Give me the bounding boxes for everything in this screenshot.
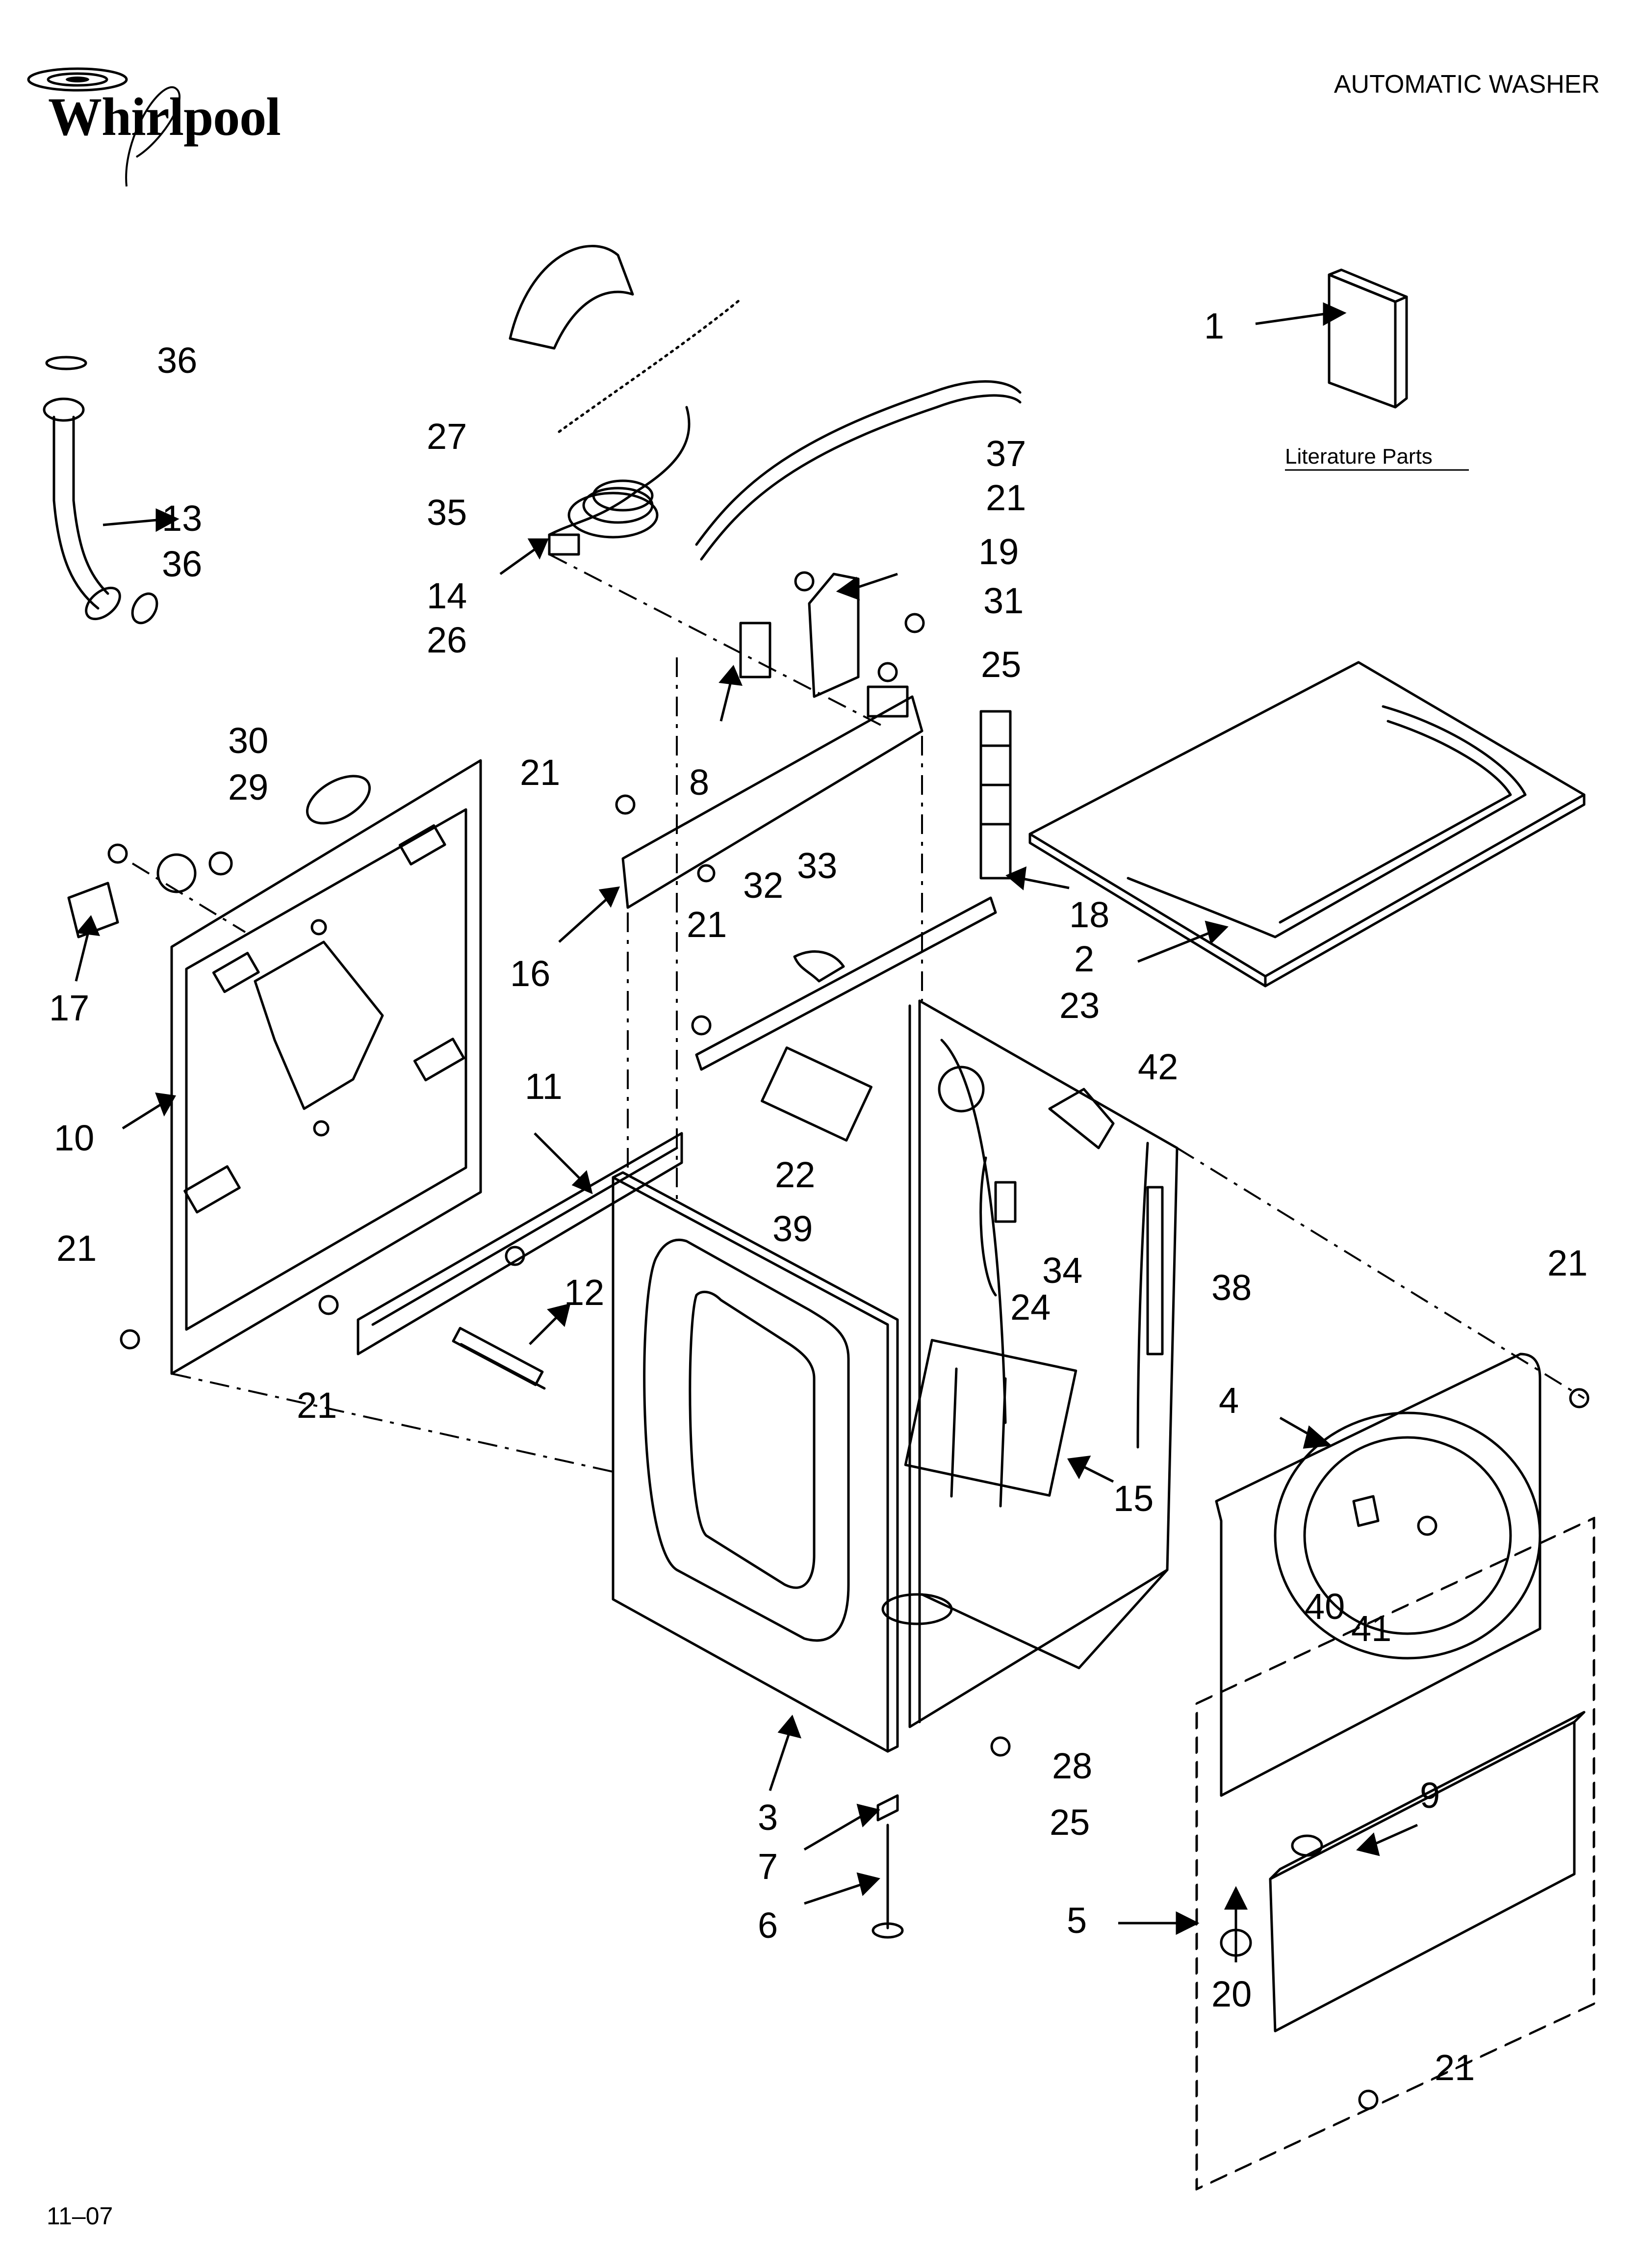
brand-name: Whirlpool [48, 87, 281, 147]
callout-10: 10 [54, 1118, 94, 1158]
callout-22: 22 [775, 1154, 815, 1195]
callout-35: 35 [427, 492, 467, 533]
callout-23: 23 [1059, 985, 1100, 1026]
power-cord [548, 406, 691, 556]
part-17 [67, 882, 119, 938]
part-24 [979, 1156, 997, 1297]
left-side-panel [170, 759, 482, 1375]
part-33 [793, 950, 845, 983]
callout-28: 28 [1052, 1746, 1092, 1786]
screws [107, 571, 1590, 2110]
callout-19: 19 [978, 531, 1019, 572]
part-42 [1048, 1088, 1115, 1149]
callout-38: 38 [1211, 1267, 1252, 1308]
callout-21-bracket: 21 [520, 752, 560, 793]
callout-27: 27 [427, 416, 467, 457]
washer-top [45, 356, 87, 370]
front-panel [612, 1171, 899, 1753]
date-code: 11–07 [47, 2202, 113, 2230]
callout-41: 41 [1351, 1608, 1391, 1649]
callout-21-base: 21 [297, 1385, 337, 1426]
callout-16: 16 [510, 953, 550, 994]
callout-12: 12 [564, 1272, 604, 1313]
literature-booklet [1328, 268, 1408, 409]
callout-2: 2 [1074, 938, 1094, 979]
callout-13: 13 [162, 498, 202, 539]
callout-25-bottom: 25 [1050, 1802, 1090, 1843]
document-title: AUTOMATIC WASHER [1334, 70, 1600, 99]
part-23 [938, 1066, 985, 1113]
callout-14: 14 [427, 575, 467, 616]
leader-arrows [75, 302, 1418, 1962]
callout-30: 30 [228, 720, 268, 761]
callout-32: 32 [743, 865, 783, 906]
callout-20: 20 [1211, 1974, 1252, 2014]
alignment-lines [131, 553, 1585, 1473]
callout-1: 1 [1204, 306, 1224, 346]
part-12 [452, 1327, 546, 1390]
callout-26: 26 [427, 620, 467, 660]
callout-37: 37 [986, 433, 1026, 474]
callout-21-rail: 21 [687, 904, 727, 945]
callout-36-bottom: 36 [162, 544, 202, 584]
bracket-19 [808, 573, 860, 698]
callout-9: 9 [1420, 1775, 1440, 1816]
callout-11: 11 [525, 1066, 563, 1107]
callout-6: 6 [758, 1905, 778, 1946]
console-panel [1215, 1353, 1541, 1797]
callout-33: 33 [797, 845, 837, 886]
whirlpool-swirl-icon [27, 67, 180, 187]
callout-42: 42 [1138, 1046, 1178, 1087]
callout-5: 5 [1067, 1900, 1087, 1941]
callout-21-left: 21 [56, 1228, 97, 1269]
top-panel [1028, 661, 1586, 988]
part-29 [156, 853, 197, 893]
callout-21-drawer: 21 [1435, 2047, 1475, 2088]
part-38 [1146, 1186, 1164, 1356]
callout-29: 29 [228, 767, 268, 808]
drain-hose [979, 710, 1012, 880]
part-30 [208, 851, 233, 876]
callout-34: 34 [1042, 1250, 1082, 1291]
callout-21-top: 21 [986, 477, 1026, 518]
callout-3: 3 [758, 1797, 778, 1838]
callout-31: 31 [983, 580, 1024, 621]
part-15 [904, 1339, 1078, 1508]
callout-17: 17 [49, 988, 89, 1028]
callout-25-top: 25 [981, 644, 1021, 685]
bead-chain [558, 298, 742, 433]
dispenser-drawer [1269, 1711, 1586, 2033]
base-frame [357, 1132, 683, 1356]
callout-4: 4 [1219, 1380, 1239, 1421]
callout-40: 40 [1305, 1586, 1345, 1627]
callout-7: 7 [758, 1846, 778, 1887]
callout-39: 39 [772, 1208, 813, 1249]
part-34 [994, 1181, 1017, 1223]
callout-21-right: 21 [1547, 1243, 1588, 1283]
callout-8: 8 [689, 762, 709, 803]
strain-relief [509, 245, 634, 350]
part-8 [739, 622, 771, 678]
part-22 [761, 1046, 872, 1142]
rear-bracket [621, 685, 924, 909]
wire-harness [695, 380, 1022, 546]
washer-bottom [131, 592, 158, 625]
cross-rail [695, 896, 997, 1071]
callout-24: 24 [1010, 1287, 1051, 1328]
grommet [306, 775, 371, 825]
inlet-hose [43, 397, 121, 621]
callout-15: 15 [1113, 1478, 1154, 1519]
literature-parts-label: Literature Parts [1285, 444, 1433, 469]
callout-18: 18 [1069, 894, 1109, 935]
part-40 [1352, 1495, 1380, 1527]
callout-36-top: 36 [157, 340, 197, 381]
whirlpool-logo: Whirlpool [14, 54, 333, 201]
drawer-boundary [1195, 1516, 1595, 2190]
